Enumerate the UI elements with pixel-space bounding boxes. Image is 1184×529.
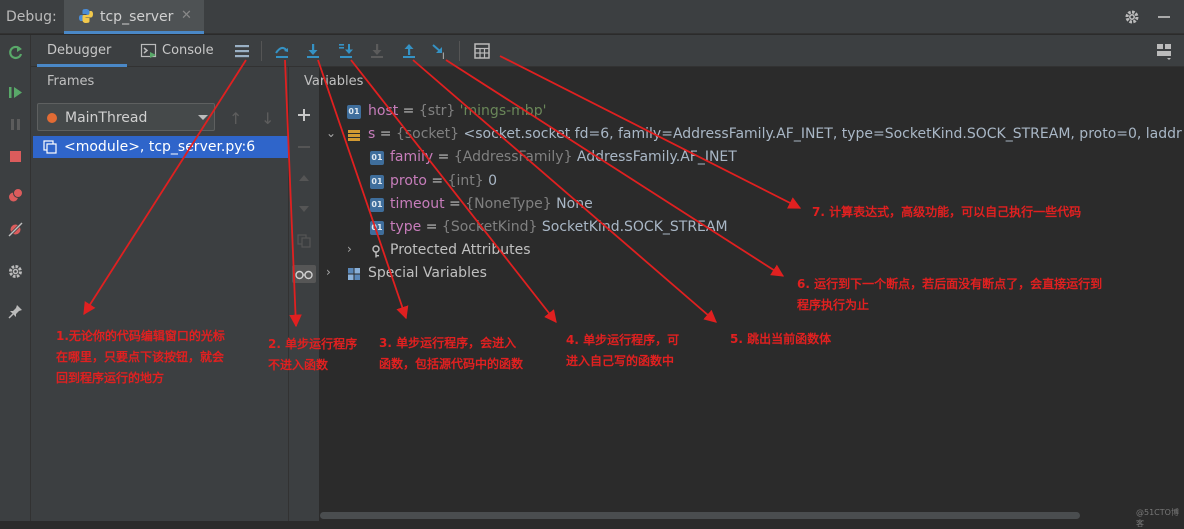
minimize-icon[interactable] [1158, 16, 1170, 18]
glasses-icon[interactable] [292, 265, 316, 283]
tab-console-label: Console [162, 43, 214, 58]
force-step-into-icon[interactable] [368, 42, 386, 60]
toolbar-separator [261, 41, 262, 61]
move-up-icon[interactable] [296, 170, 312, 186]
stop-icon[interactable] [7, 148, 24, 165]
debug-title-bar: Debug: tcp_server ✕ [0, 0, 1184, 34]
tab-label: tcp_server [100, 9, 174, 25]
view-breakpoints-icon[interactable] [7, 187, 24, 204]
special-variables-icon [348, 268, 360, 280]
toolbar-separator [459, 41, 460, 61]
annotation-label-3: 3. 单步运行程序，会进入函数，包括源代码中的函数 [379, 336, 524, 371]
annotation-label-7: 7. 计算表达式，高级功能，可以自己执行一些代码 [812, 205, 1082, 219]
variables-gutter [288, 67, 319, 521]
thread-status-icon [47, 113, 57, 123]
plus-icon[interactable] [296, 107, 312, 123]
gear-icon[interactable] [1124, 9, 1140, 25]
key-icon [372, 245, 380, 258]
arrow-up-icon[interactable]: ↑ [229, 109, 243, 128]
evaluate-expression-icon[interactable] [473, 42, 491, 60]
step-into-icon[interactable] [304, 42, 322, 60]
close-icon[interactable]: ✕ [181, 8, 192, 23]
mute-breakpoints-icon[interactable] [7, 221, 24, 238]
annotation-label-5: 5. 跳出当前函数体 [730, 332, 832, 346]
thread-name: MainThread [65, 110, 148, 126]
chevron-down-icon [198, 115, 208, 120]
horizontal-scrollbar[interactable] [320, 512, 1080, 519]
field-icon: 01 [347, 105, 361, 119]
frame-label: <module>, tcp_server.py:6 [64, 139, 256, 155]
frame-row[interactable]: <module>, tcp_server.py:6 [33, 136, 288, 158]
chevron-right-icon[interactable]: › [326, 265, 331, 279]
python-icon [79, 9, 93, 23]
debug-label: Debug: [6, 9, 57, 25]
pin-icon[interactable] [7, 303, 24, 320]
variables-title: Variables [304, 74, 364, 89]
step-over-icon[interactable] [273, 42, 291, 60]
frames-title: Frames [47, 74, 95, 89]
field-icon: 01 [370, 151, 384, 165]
tab-debugger-label: Debugger [47, 43, 112, 58]
left-debug-toolbar [0, 35, 31, 521]
frame-icon [43, 140, 57, 154]
annotation-label-1: 1.无论你的代码编辑窗口的光标在哪里，只要点下该按钮，就会回到程序运行的地方 [56, 329, 225, 385]
resume-icon[interactable] [7, 84, 24, 101]
tab-debugger[interactable]: Debugger [37, 35, 127, 67]
annotation-label-2: 2. 单步运行程序不进入函数 [268, 337, 358, 372]
restore-layout-icon[interactable] [1155, 42, 1173, 60]
svg-text:I: I [442, 52, 445, 62]
annotation-label-6: 6. 运行到下一个断点，若后面没有断点了，会直接运行到程序执行为止 [797, 277, 1103, 312]
special-variables-label: Special Variables [368, 265, 487, 281]
thread-dropdown[interactable]: MainThread [37, 103, 215, 131]
chevron-down-icon[interactable]: ⌄ [326, 126, 337, 140]
object-icon [348, 130, 360, 141]
rerun-icon[interactable] [7, 44, 24, 61]
tab-console[interactable]: Console [140, 35, 231, 67]
console-icon [140, 43, 157, 58]
step-out-icon[interactable] [400, 42, 418, 60]
field-icon: 01 [370, 198, 384, 212]
show-execution-point-icon[interactable] [233, 42, 251, 60]
protected-attributes-label: Protected Attributes [390, 242, 531, 258]
move-down-icon[interactable] [296, 201, 312, 217]
step-into-my-code-icon[interactable] [337, 42, 355, 60]
tab-tcp-server[interactable]: tcp_server ✕ [64, 0, 204, 34]
run-to-cursor-icon[interactable]: I [431, 42, 449, 62]
pause-icon[interactable] [7, 116, 24, 133]
field-icon: 01 [370, 175, 384, 189]
chevron-right-icon[interactable]: › [347, 242, 352, 256]
copy-icon[interactable] [296, 233, 312, 249]
settings-icon[interactable] [7, 263, 24, 280]
annotation-label-4: 4. 单步运行程序，可进入自己写的函数中 [566, 333, 680, 368]
minus-icon[interactable] [296, 139, 312, 155]
arrow-down-icon[interactable]: ↓ [261, 109, 275, 128]
frames-panel: Frames MainThread ↑ ↓ <module>, tcp_serv… [31, 67, 288, 521]
debugger-toolbar: Debugger Console [31, 35, 1184, 67]
watermark: @51CTO博客 [1136, 508, 1179, 528]
field-icon: 01 [370, 221, 384, 235]
